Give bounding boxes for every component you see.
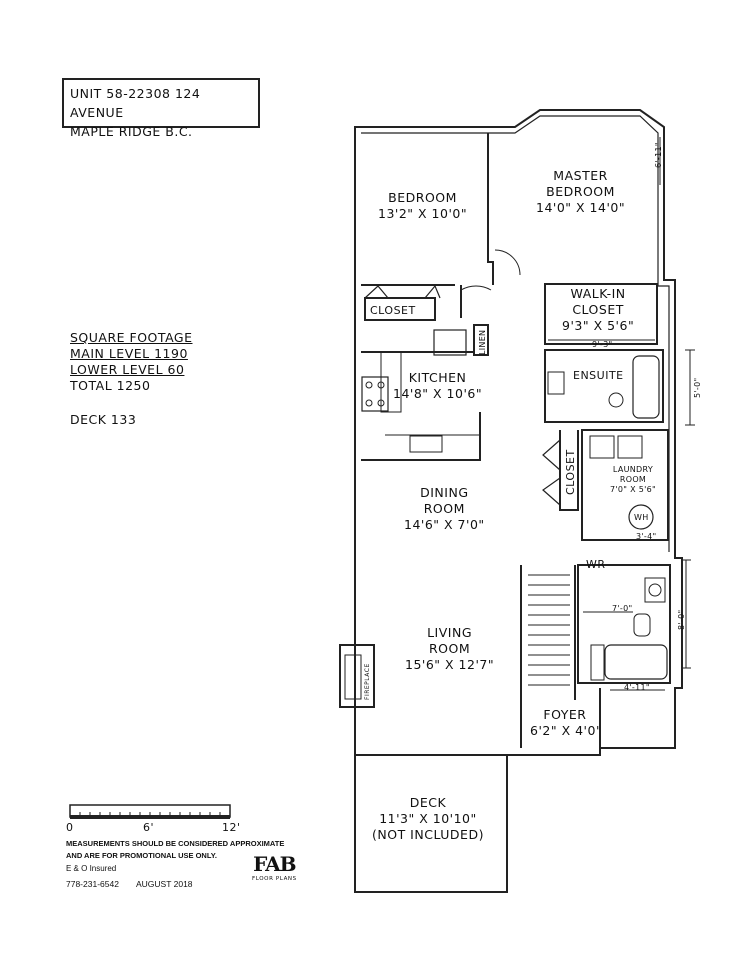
laundry-label: LAUNDRY ROOM 7'0" X 5'6"	[610, 465, 656, 495]
ensuite	[544, 349, 664, 423]
dining-room-label: DINING ROOM 14'6" X 7'0"	[404, 485, 485, 533]
master-size: 14'0" X 14'0"	[536, 200, 626, 215]
wr-room	[577, 564, 671, 684]
square-footage-block: SQUARE FOOTAGE MAIN LEVEL 1190 LOWER LEV…	[70, 330, 192, 394]
scale-bar-graphic	[69, 804, 231, 819]
fab-logo: FAB FLOOR PLANS	[252, 852, 297, 882]
master-name-2: BEDROOM	[546, 184, 615, 199]
deck-name: DECK	[409, 795, 447, 810]
closet-top	[364, 297, 436, 321]
living-name-2: ROOM	[428, 641, 471, 656]
water-heater-label: WH	[634, 513, 649, 522]
outer-wall	[354, 109, 683, 756]
address-box: UNIT 58-22308 124 AVENUE MAPLE RIDGE B.C…	[62, 78, 260, 139]
ensuite-dim: 5'-0"	[693, 377, 702, 398]
foyer-label: FOYER 6'2" X 4'0'	[530, 707, 600, 739]
address-line-2: MAPLE RIDGE B.C.	[70, 124, 193, 139]
bedroom-name: BEDROOM	[388, 190, 457, 205]
bedroom-size: 13'2" X 10'0"	[378, 206, 468, 221]
fireplace-label: FIREPLACE	[364, 663, 371, 700]
bedroom-bottom-wall	[361, 284, 462, 318]
deck-area: DECK 133	[70, 412, 137, 427]
square-footage-heading: SQUARE FOOTAGE	[70, 330, 193, 345]
wr-dim-width: 7'-0"	[612, 604, 633, 613]
disclaimer-line-2: AND ARE FOR PROMOTIONAL USE ONLY.	[66, 851, 217, 860]
linen-label: LINEN	[478, 329, 487, 355]
closet-top-label: CLOSET	[370, 304, 416, 317]
dining-size: 14'6" X 7'0"	[404, 517, 485, 532]
disclaimer: MEASUREMENTS SHOULD BE CONSIDERED APPROX…	[66, 838, 284, 862]
walkin-name-1: WALK-IN	[570, 286, 626, 301]
walkin-size: 9'3" X 5'6"	[562, 318, 635, 333]
laundry-name-1: LAUNDRY	[612, 465, 654, 474]
lower-level: LOWER LEVEL 60	[70, 362, 185, 377]
stairs	[520, 565, 576, 700]
laundry-name-2: ROOM	[619, 475, 647, 484]
dining-name-1: DINING	[420, 485, 469, 500]
scale-label-6: 6'	[143, 821, 155, 834]
living-room-label: LIVING ROOM 15'6" X 12'7"	[405, 625, 494, 673]
ensuite-label: ENSUITE	[573, 369, 624, 382]
main-level: MAIN LEVEL 1190	[70, 346, 188, 361]
scale-label-0: 0	[66, 821, 74, 834]
disclaimer-line-1: MEASUREMENTS SHOULD BE CONSIDERED APPROX…	[66, 839, 285, 848]
laundry-dim: 3'-4"	[636, 532, 657, 541]
foyer-wall	[520, 688, 601, 748]
walkin-closet-label: WALK-IN CLOSET 9'3" X 5'6"	[562, 286, 634, 334]
master-dim: 6'-11"	[654, 142, 663, 168]
foyer-name: FOYER	[543, 707, 587, 722]
door-swing-bedroom	[460, 285, 492, 291]
deck-outline	[354, 754, 508, 893]
walkin-name-2: CLOSET	[572, 302, 624, 317]
kitchen-label: KITCHEN 14'8" X 10'6"	[393, 370, 482, 402]
closet-mid-label: CLOSET	[564, 449, 577, 495]
footer-phone: 778-231-6542	[66, 879, 119, 889]
outer-wall-inner	[361, 115, 670, 552]
scale-label-12: 12'	[222, 821, 241, 834]
logo-main-text: FAB	[253, 852, 296, 876]
foyer-size: 6'2" X 4'0'	[530, 723, 600, 738]
master-bedroom-label: MASTER BEDROOM 14'0" X 14'0"	[536, 168, 625, 216]
wr-dim-height: 8'-0"	[677, 609, 686, 630]
door-swing-master	[494, 249, 521, 276]
dining-name-2: ROOM	[423, 501, 465, 516]
deck-note: (NOT INCLUDED)	[372, 827, 484, 842]
laundry-size: 7'0" X 5'6"	[610, 485, 656, 494]
bedroom-label: BEDROOM 13'2" X 10'0"	[378, 190, 467, 222]
total: TOTAL 1250	[70, 378, 151, 393]
walkin-dim: 9'-3"	[592, 340, 613, 349]
linen	[473, 324, 489, 356]
eo-insured: E & O Insured	[66, 864, 117, 873]
bedroom-divider	[487, 133, 494, 285]
fireplace	[339, 644, 375, 708]
address-line-1: UNIT 58-22308 124 AVENUE	[70, 86, 201, 120]
kitchen-name: KITCHEN	[408, 370, 467, 385]
living-name-1: LIVING	[427, 625, 473, 640]
deck-label: DECK 11'3" X 10'10" (NOT INCLUDED)	[372, 795, 484, 843]
wr-label: WR	[586, 558, 606, 571]
logo-sub-text: FLOOR PLANS	[252, 876, 297, 882]
footer-date: AUGUST 2018	[136, 879, 193, 889]
master-name-1: MASTER	[553, 168, 608, 183]
wr-dim-bottom: 4'-11"	[624, 683, 650, 692]
kitchen-size: 14'8" X 10'6"	[393, 386, 483, 401]
walkin-closet	[544, 283, 658, 345]
living-size: 15'6" X 12'7"	[405, 657, 495, 672]
deck-size: 11'3" X 10'10"	[379, 811, 477, 826]
kitchen-walls	[361, 351, 481, 461]
